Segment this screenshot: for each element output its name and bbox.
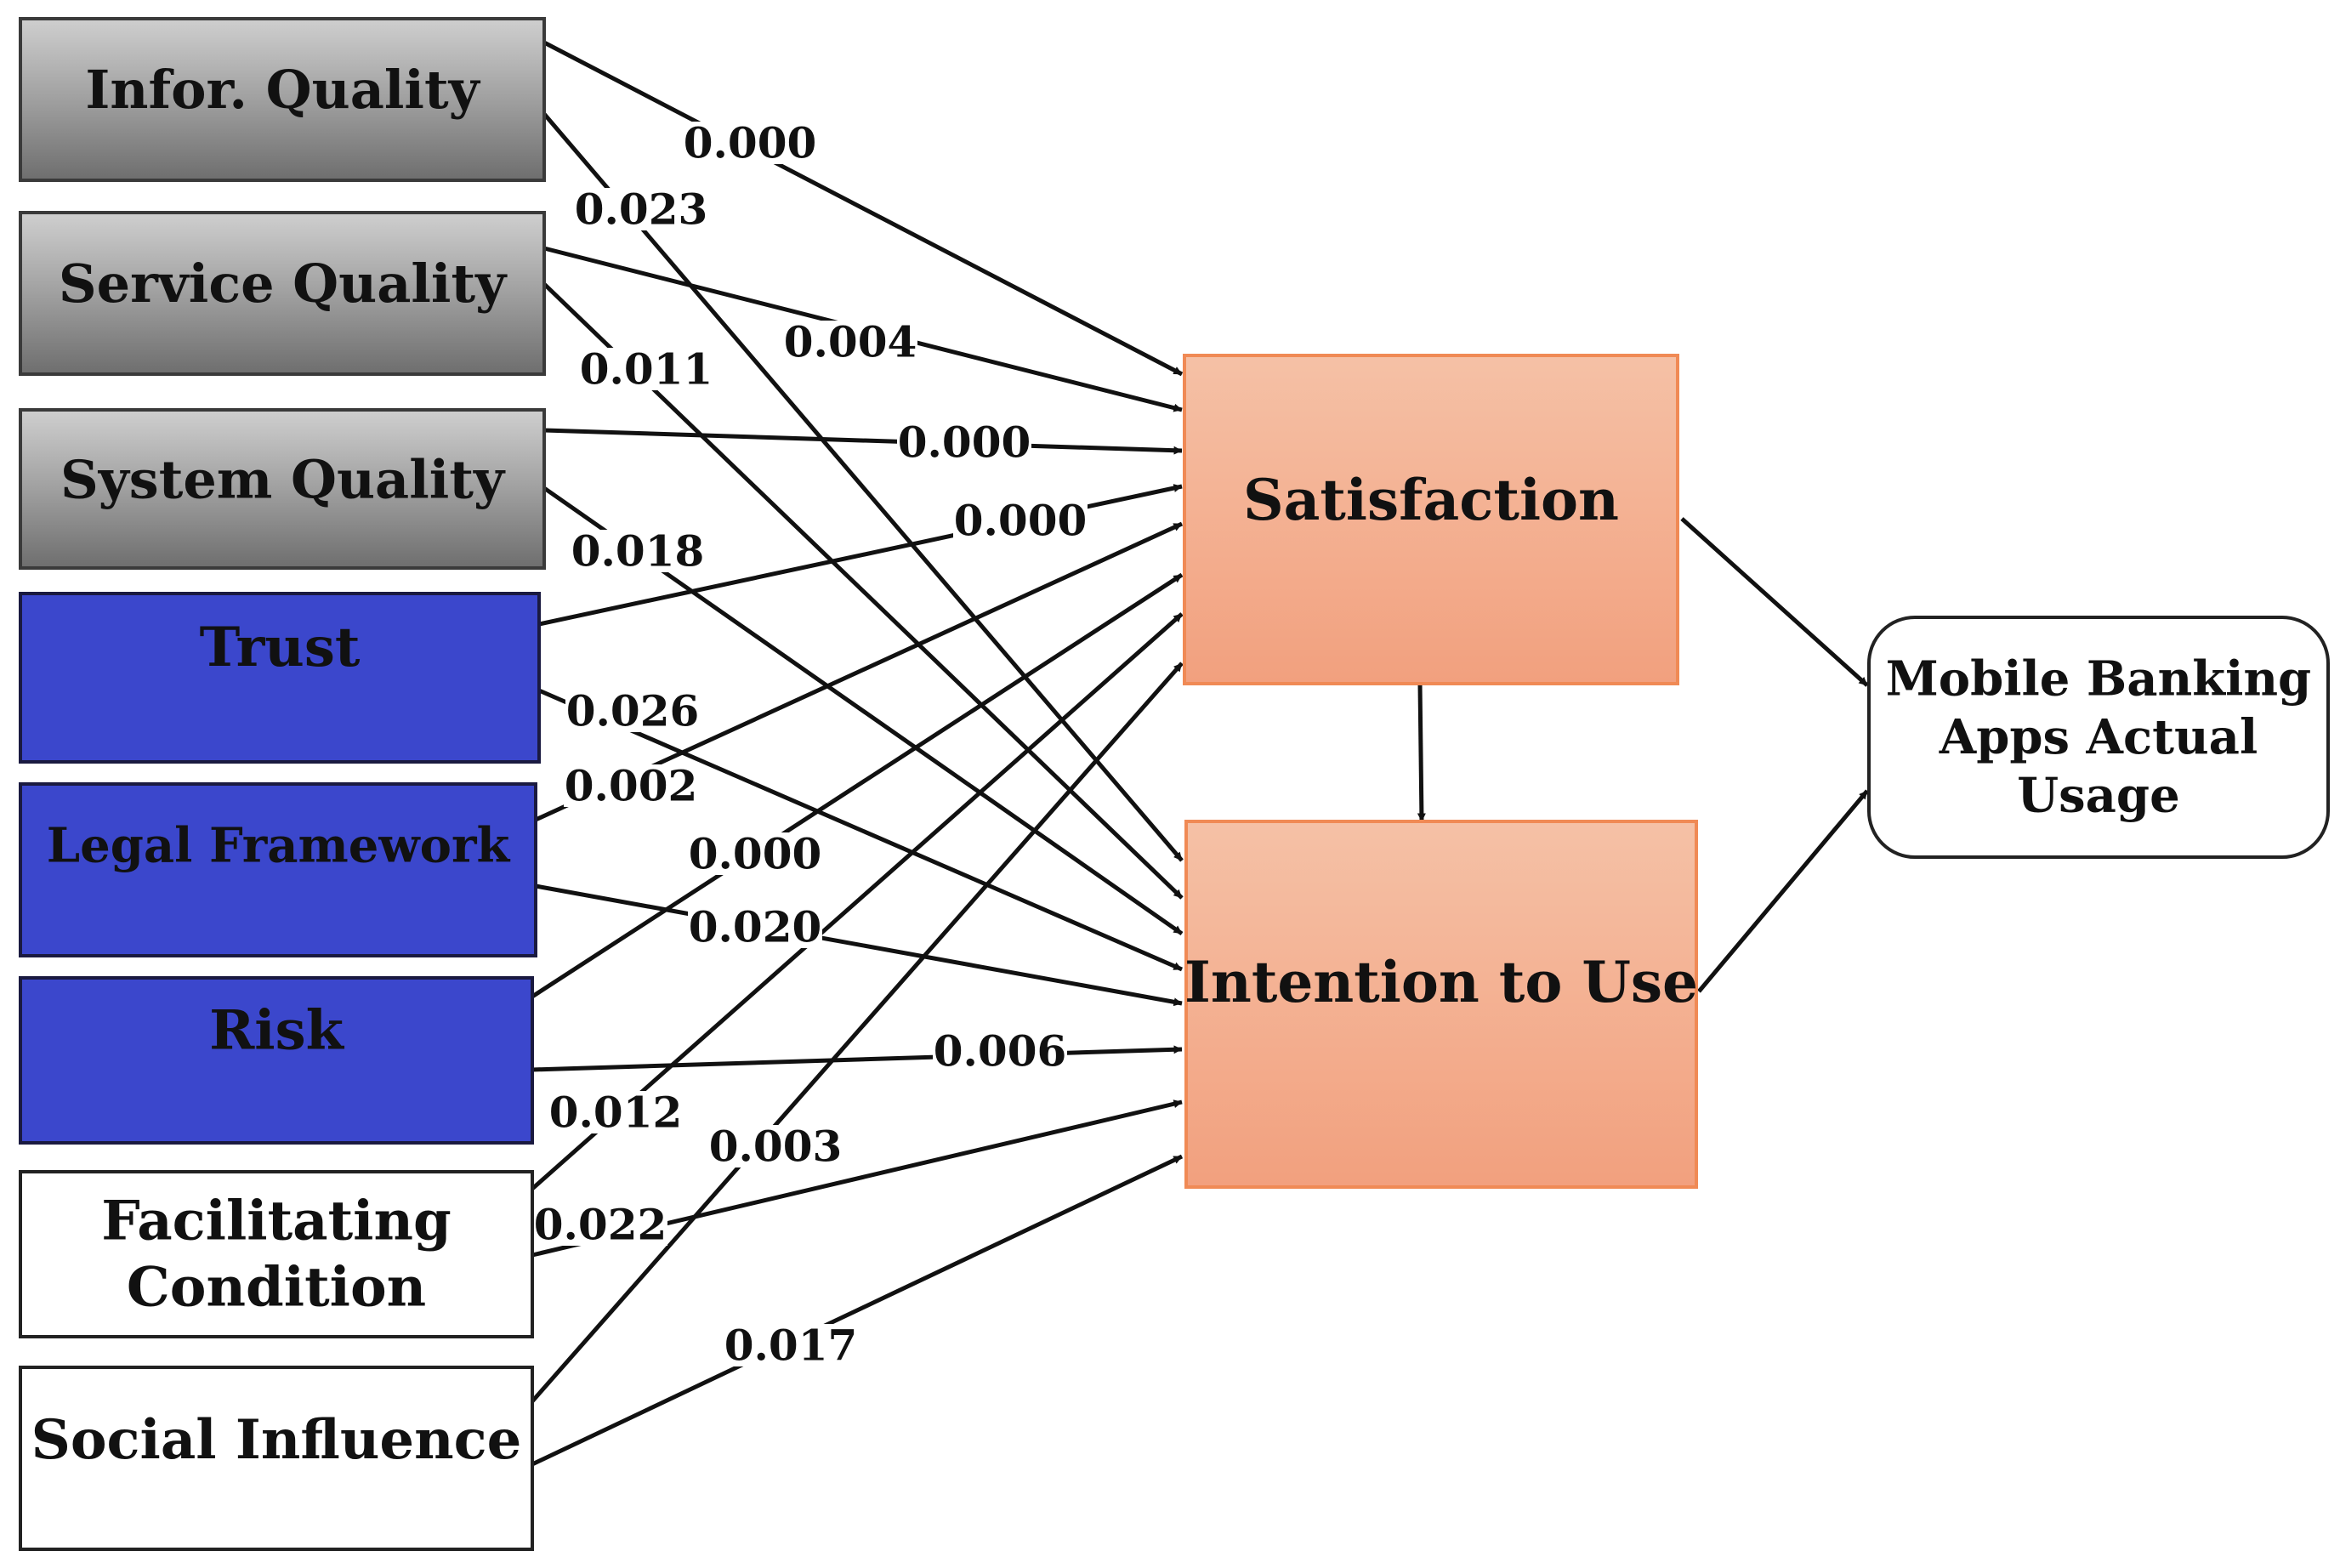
edge-label: 0.012 [549, 1088, 683, 1138]
node-box [19, 211, 546, 376]
node-label: Usage [2017, 767, 2179, 823]
edge-label: 0.020 [689, 902, 822, 952]
node-box [19, 17, 546, 182]
node-legal-framework: Legal Framework [19, 782, 537, 957]
edge-trust-to-intention-to-use [538, 688, 1183, 972]
edge-label: 0.000 [684, 118, 817, 168]
edge-label: 0.017 [724, 1321, 858, 1371]
edge-label: 0.002 [565, 761, 698, 811]
node-box [19, 782, 537, 957]
edge-label-background [724, 1324, 858, 1366]
node-label: Facilitating [101, 1189, 452, 1253]
edge-label-background [933, 1030, 1067, 1072]
node-system-quality: System Quality [19, 408, 546, 570]
edge-label: 0.000 [689, 829, 822, 879]
node-box [19, 592, 541, 764]
edge-label-background [574, 188, 708, 230]
edge-satisfaction-to-actual-usage [1680, 517, 1869, 687]
edge-label-background [571, 530, 705, 572]
edge-label-background [953, 499, 1088, 542]
edge-label: 0.000 [898, 418, 1031, 468]
edge-label: 0.023 [575, 185, 708, 235]
edge-label-background [688, 832, 822, 875]
edge-label-background [533, 1203, 667, 1246]
node-intention-to-use: Intention to Use [1184, 820, 1698, 1189]
node-box [1184, 820, 1698, 1189]
edge-label: 0.006 [934, 1026, 1067, 1077]
edge-label-background [683, 122, 817, 164]
edge-label: 0.004 [784, 317, 917, 367]
node-box [19, 1366, 534, 1551]
node-label: Social Influence [31, 1408, 522, 1472]
node-label: Infor. Quality [85, 59, 480, 121]
edge-label: 0.011 [580, 344, 713, 395]
edge-system-quality-to-satisfaction [543, 428, 1183, 455]
edge-label: 0.026 [566, 686, 700, 736]
edges-layer [531, 40, 1869, 1467]
edge-social-influence-to-intention-to-use [531, 1154, 1184, 1467]
edge-risk-to-satisfaction [531, 572, 1184, 999]
node-label: Satisfaction [1243, 467, 1619, 533]
node-trust: Trust [19, 592, 541, 764]
node-label: Risk [209, 999, 345, 1063]
node-risk: Risk [19, 976, 534, 1145]
node-box [1183, 354, 1679, 685]
edge-label-background [548, 1091, 683, 1133]
node-box [19, 408, 546, 570]
edge-satisfaction-to-intention-to-use [1417, 683, 1426, 822]
edge-label-background [564, 764, 698, 807]
node-service-quality: Service Quality [19, 211, 546, 376]
edge-label-background [579, 348, 713, 390]
node-infor-quality: Infor. Quality [19, 17, 546, 182]
edge-infor-quality-to-intention-to-use [542, 112, 1184, 862]
edge-label-background [708, 1125, 843, 1167]
edge-legal-framework-to-intention-to-use [535, 883, 1183, 1007]
edge-label-background [688, 906, 822, 948]
edge-label: 0.000 [954, 496, 1088, 546]
node-box [19, 976, 534, 1145]
node-box [1867, 616, 2330, 859]
edge-social-influence-to-satisfaction [531, 662, 1184, 1403]
node-label: Condition [127, 1256, 426, 1320]
node-box [19, 1170, 534, 1338]
edge-label: 0.022 [534, 1200, 667, 1250]
node-label: Intention to Use [1184, 949, 1698, 1015]
edge-label: 0.018 [571, 526, 705, 577]
node-label: System Quality [60, 448, 506, 510]
edge-label: 0.003 [709, 1122, 843, 1172]
edge-infor-quality-to-satisfaction [542, 40, 1184, 377]
edge-intention-to-use-to-actual-usage [1697, 789, 1869, 993]
edge-label-background [565, 690, 700, 732]
edge-label-background [897, 421, 1031, 463]
node-label: Apps Actual [1939, 709, 2258, 765]
node-label: Service Quality [59, 253, 508, 315]
node-label: Mobile Banking [1886, 651, 2311, 707]
node-satisfaction: Satisfaction [1183, 354, 1679, 685]
edge-risk-to-intention-to-use [531, 1045, 1183, 1072]
node-social-influence: Social Influence [19, 1366, 534, 1551]
edge-labels-layer: 0.000 0.023 0.004 0.011 0.000 0.018 0.000 0.026… [533, 118, 1088, 1371]
node-label: Legal Framework [47, 818, 511, 874]
node-label: Trust [200, 616, 361, 679]
edge-label-background [783, 321, 917, 363]
